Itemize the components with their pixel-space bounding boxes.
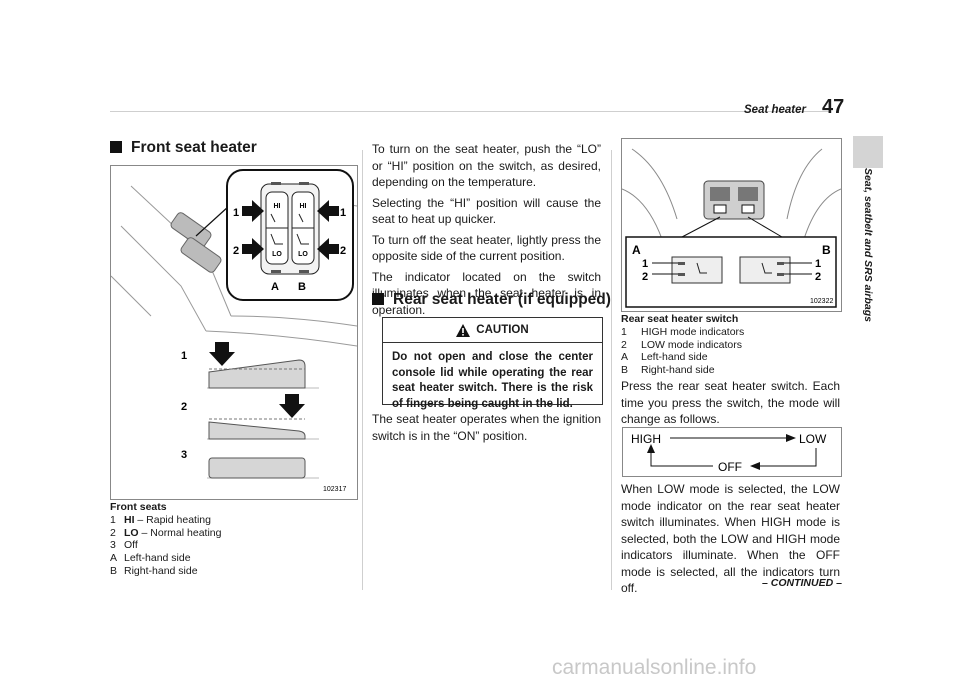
switch-lo-label: LO	[272, 251, 282, 258]
step-2-label: 2	[181, 401, 187, 413]
step-1-label: 1	[181, 350, 187, 362]
callout-b: B	[298, 281, 306, 293]
body-paragraph: Press the rear seat heater switch. Each …	[621, 379, 840, 426]
seat-heat-icon	[270, 213, 309, 245]
middle-text: To turn on the seat heater, push the “LO…	[372, 141, 601, 318]
label-b: B	[822, 243, 831, 257]
switch-lo-label: LO	[298, 251, 308, 258]
figure-code: 102322	[810, 298, 833, 305]
mode-flow-diagram: HIGH LOW OFF	[622, 427, 842, 477]
body-paragraph: The seat heater operates when the igniti…	[372, 412, 601, 443]
front-seat-illustration: HI LO HI LO 1 2 1 2 A B	[110, 169, 358, 493]
body-paragraph: The indicator located on the switch illu…	[372, 269, 601, 317]
column-divider	[611, 150, 612, 590]
switch-hi-label: HI	[274, 203, 281, 210]
press-down-arrow-icon	[209, 342, 305, 418]
caution-text: Do not open and close the center console…	[392, 351, 593, 410]
watermark: carmanualsonline.info	[552, 656, 757, 679]
mode-high-label: HIGH	[631, 432, 661, 446]
callout-1-right: 1	[340, 207, 346, 219]
body-paragraph: To turn on the seat heater, push the “LO…	[372, 142, 601, 189]
press-arrow-icon	[242, 200, 339, 260]
left-1-label: 1	[642, 258, 648, 270]
right-2-label: 2	[815, 271, 821, 283]
warning-triangle-icon	[456, 323, 471, 337]
step-3-label: 3	[181, 449, 187, 461]
caption-title: Rear seat heater switch	[621, 313, 739, 325]
side-tab-marker	[853, 136, 883, 168]
figure-code: 102317	[323, 486, 346, 493]
square-bullet-icon	[110, 141, 122, 153]
mode-cycle-diagram: HIGH LOW OFF	[631, 432, 827, 474]
front-seat-figure: HI LO HI LO 1 2 1 2 A B	[110, 165, 358, 500]
rear-seat-heater-heading: Rear seat heater (if equipped)	[372, 291, 611, 309]
column-divider	[362, 150, 363, 590]
label-a: A	[632, 243, 641, 257]
rear-seat-illustration: A B 1 2 1 2 102322	[621, 148, 842, 308]
callout-a: A	[271, 281, 279, 293]
rear-seat-figure: A B 1 2 1 2 102322	[621, 138, 842, 312]
flow-arrow-icon	[647, 434, 796, 470]
callout-2-right: 2	[340, 245, 346, 257]
side-tab-text: Seat, seatbelt and SRS airbags	[862, 167, 874, 323]
seat-heat-icon	[696, 262, 772, 274]
caution-box: CAUTION Do not open and close the center…	[382, 317, 603, 410]
left-2-label: 2	[642, 271, 648, 283]
mode-off-label: OFF	[718, 460, 742, 474]
front-seat-heater-heading: Front seat heater	[110, 139, 257, 157]
right-1-label: 1	[815, 258, 821, 270]
mode-low-label: LOW	[799, 432, 827, 446]
page-number: 47	[822, 96, 845, 118]
callout-2-left: 2	[233, 245, 239, 257]
body-paragraph: Selecting the “HI” position will cause t…	[372, 195, 601, 227]
caution-header: CAUTION	[383, 318, 602, 343]
caution-label: CAUTION	[476, 324, 529, 336]
callout-1-left: 1	[233, 207, 239, 219]
switch-hi-label: HI	[300, 203, 307, 210]
caption-title: Front seats	[110, 501, 167, 513]
square-bullet-icon	[372, 293, 384, 305]
header-rule	[110, 111, 830, 112]
body-paragraph: To turn off the seat heater, lightly pre…	[372, 232, 601, 264]
body-paragraph: When LOW mode is selected, the LOW mode …	[621, 482, 840, 595]
section-title: Seat heater	[744, 104, 807, 116]
continued-footer: – CONTINUED –	[762, 577, 842, 589]
